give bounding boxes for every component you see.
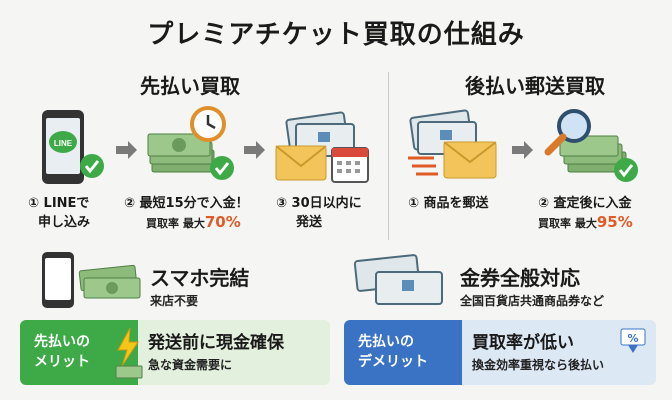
- demerit-card: 先払いの デメリット % 買取率が低い 換金効率重視なら後払い: [344, 320, 656, 385]
- prepay-heading: 先払い買取: [140, 74, 240, 98]
- percent-down-icon: %: [620, 328, 646, 353]
- magnifier-cash-icon: [544, 109, 638, 182]
- feature-left-sub: 来店不要: [150, 294, 199, 308]
- demerit-tag-line2: デメリット: [358, 354, 428, 370]
- smartphone-line-icon: LINE: [42, 110, 104, 184]
- demerit-tag-line1: 先払いの: [358, 334, 414, 350]
- tickets-envelope-icon: [408, 109, 497, 179]
- merit-tag-line2: メリット: [34, 354, 90, 370]
- demerit-main: 買取率が低い: [472, 333, 574, 353]
- step-3-line2: 発送: [296, 215, 323, 230]
- page-title: プレミアチケット買取の仕組み: [147, 20, 525, 50]
- postpay-heading: 後払い郵送買取: [465, 74, 605, 98]
- postpay-step-2-line1: ② 査定後に入金: [538, 196, 632, 211]
- merit-card: 先払いの メリット 発送前に現金確保 急な資金需要に: [20, 320, 330, 385]
- tickets-mail-calendar-icon: [275, 111, 369, 183]
- feature-left-title: スマホ完結: [150, 266, 250, 290]
- prepay-step-1: ① LINEで 申し込み: [28, 194, 90, 232]
- rate-label: 買取率 最大: [538, 217, 597, 230]
- demerit-sub: 換金効率重視なら後払い: [472, 358, 605, 372]
- step-1-line2: 申し込み: [38, 215, 91, 230]
- step-3-line1: ③ 30日以内に: [276, 196, 362, 211]
- step-2-line1: ② 最短15分で入金！: [124, 196, 249, 211]
- svg-text:LINE: LINE: [54, 139, 73, 148]
- demerit-tag: 先払いの デメリット: [344, 320, 462, 385]
- svg-text:%: %: [627, 332, 638, 345]
- arrow-right-icon: [116, 141, 137, 159]
- arrow-right-icon: [512, 141, 533, 159]
- tickets-icon: [353, 254, 443, 305]
- merit-main: 発送前に現金確保: [148, 333, 284, 353]
- lightning-cash-icon: [115, 327, 143, 379]
- feature-right-title: 金券全般対応: [460, 266, 580, 290]
- prepay-step-2: ② 最短15分で入金！ 買取率 最大70%: [124, 194, 249, 233]
- section-divider: [388, 72, 389, 240]
- rate-value: 70%: [204, 213, 241, 231]
- rate-value: 95%: [596, 213, 633, 231]
- smartphone-cash-icon: [42, 252, 141, 308]
- rate-label: 買取率 最大: [146, 217, 205, 230]
- cash-clock-icon: [147, 106, 234, 180]
- feature-right-sub: 全国百貨店共通商品券など: [460, 294, 605, 308]
- merit-tag-line1: 先払いの: [34, 334, 90, 350]
- arrow-right-icon: [244, 141, 265, 159]
- merit-sub: 急な資金需要に: [148, 358, 233, 372]
- postpay-step-1: ① 商品を郵送: [408, 196, 489, 211]
- postpay-step-2: ② 査定後に入金 買取率 最大95%: [538, 194, 633, 233]
- step-1-line1: ① LINEで: [28, 196, 90, 211]
- prepay-step-3: ③ 30日以内に 発送: [276, 194, 362, 232]
